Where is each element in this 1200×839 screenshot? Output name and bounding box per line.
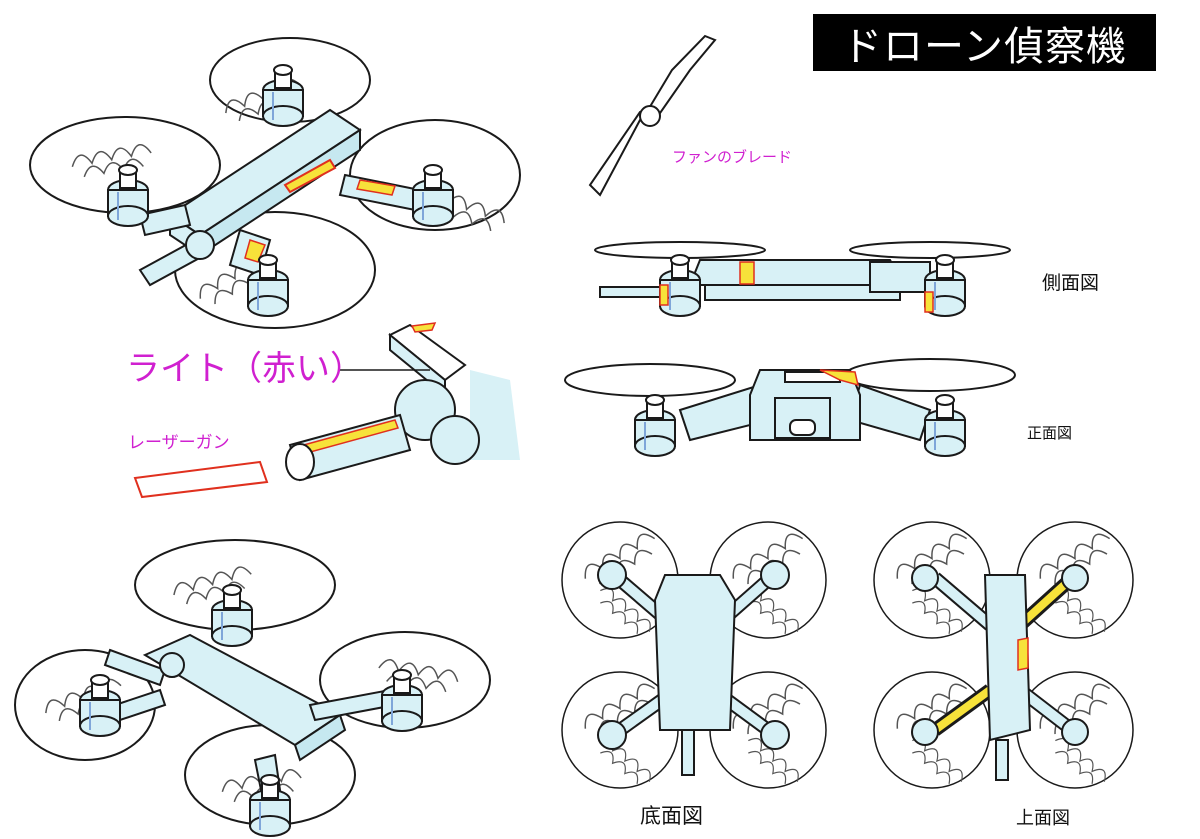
perspective-view-bottom: [14, 539, 491, 837]
top-view-drone: [874, 522, 1133, 789]
fan-blade-label: ファンのブレード: [672, 148, 793, 166]
bottom-view-drone: [562, 522, 826, 789]
perspective-view-top: [29, 37, 521, 329]
side-view-label: 側面図: [1042, 272, 1100, 294]
light-laser-detail: [133, 322, 520, 499]
front-view-drone: [564, 358, 1016, 457]
top-view-label: 上面図: [1016, 808, 1070, 829]
front-view-label: 正面図: [1027, 424, 1073, 442]
sheet-title: ドローン偵察機: [813, 14, 1156, 71]
laser-gun-label: レーザーガン: [128, 433, 230, 453]
bottom-view-label: 底面図: [640, 804, 703, 828]
fan-blade-illustration: [588, 34, 717, 197]
light-label: ライト（赤い）: [126, 349, 364, 389]
side-view-drone: [594, 241, 1011, 317]
